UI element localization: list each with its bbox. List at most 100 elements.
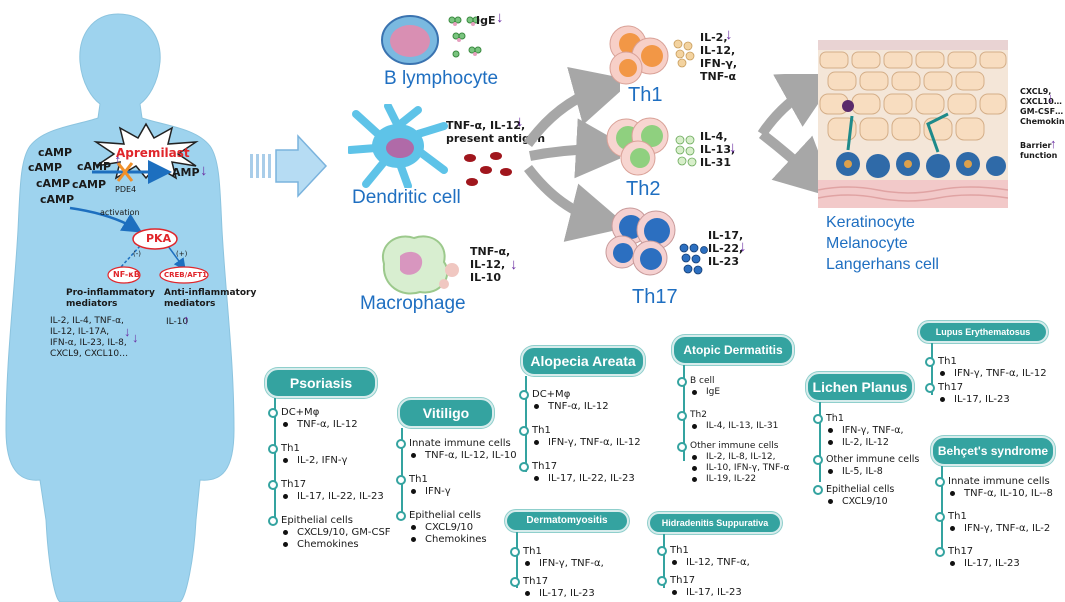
skin-layer-illustration xyxy=(818,40,1008,208)
cytokine-item: IFN-γ, TNF-α, IL-12 xyxy=(925,368,1047,380)
camp-label: cAMP xyxy=(77,160,112,173)
cytokine-item: IL-17, IL-22, IL-23 xyxy=(268,491,391,503)
category: Th1 xyxy=(519,425,641,437)
category: Th1 xyxy=(396,474,517,486)
psoriasis-list: DC+Mφ TNF-α, IL-12 Th1 IL-2, IFN-γ Th17 … xyxy=(268,407,391,551)
differentiation-arrows xyxy=(523,66,620,242)
lupus-list: Th1 IFN-γ, TNF-α, IL-12 Th17 IL-17, IL-2… xyxy=(925,356,1047,406)
category: Th1 xyxy=(935,511,1053,523)
ige-down-arrow: ↓ xyxy=(496,9,504,26)
b-lymphocyte-label: B lymphocyte xyxy=(384,68,499,89)
big-right-arrow xyxy=(250,134,328,198)
cytokine-item: IFN-γ, TNF-α, xyxy=(510,558,604,570)
th17-cytokines: IL-17, IL-22, IL-23 xyxy=(708,229,744,268)
dermatomyositis-line xyxy=(516,532,518,588)
vitiligo-title: Vitiligo xyxy=(398,398,494,428)
th17-label: Th17 xyxy=(632,286,678,308)
cytokine-item: IL-2, IL-12 xyxy=(813,437,919,449)
b-cell-marker: IgE xyxy=(476,14,496,27)
cytokine-item: IFN-γ xyxy=(396,486,517,498)
camp-label: cAMP xyxy=(40,193,75,206)
cytokine-item: IL-19, IL-22 xyxy=(677,474,789,485)
alopecia-line xyxy=(525,376,527,472)
camp-label: cAMP xyxy=(28,161,63,174)
cytokine-item: IL-10, IFN-γ, TNF-α xyxy=(677,463,789,474)
th17-cells-illustration xyxy=(605,207,676,276)
pathway-arrows xyxy=(69,160,209,332)
category: Th17 xyxy=(268,479,391,491)
nfkb-label: NF-κB xyxy=(113,270,141,279)
category: Th1 xyxy=(510,546,604,558)
cytokine-item: Chemokines xyxy=(396,534,517,546)
activation-label: activation xyxy=(100,208,140,217)
th17-cytokine-dots xyxy=(679,243,708,275)
cytokine-item: IFN-γ, TNF-α, xyxy=(813,425,919,437)
th2-down-arrow: ↓ xyxy=(729,139,737,156)
category: Th17 xyxy=(925,382,1047,394)
dendritic-cell-label: Dendritic cell xyxy=(352,187,461,208)
macrophage-down-arrow: ↓ xyxy=(510,256,518,273)
lichen-list: Th1 IFN-γ, TNF-α, IL-2, IL-12 Other immu… xyxy=(813,413,919,508)
amp-down-arrow: ↓ xyxy=(200,162,208,179)
b-lymphocyte-illustration xyxy=(381,15,482,65)
cytokine-item: IL-4, IL-13, IL-31 xyxy=(677,421,789,432)
camp-up-arrow: ↑ xyxy=(114,152,122,169)
category: Th17 xyxy=(657,575,750,587)
dendritic-cell-illustration xyxy=(348,104,448,188)
category: DC+Mφ xyxy=(519,389,641,401)
dermatomyositis-title: Dermatomyositis xyxy=(505,510,629,532)
category: Th1 xyxy=(925,356,1047,368)
category: Innate immune cells xyxy=(935,476,1053,488)
cytokine-item: IL-17, IL-23 xyxy=(657,587,750,599)
dendritic-down-arrow: ↓ xyxy=(516,113,524,130)
category: Th1 xyxy=(268,443,391,455)
category: Th17 xyxy=(519,461,641,473)
lupus-title: Lupus Erythematosus xyxy=(918,321,1048,343)
lupus-line xyxy=(931,343,933,395)
cytokine-item: CXCL9/10 xyxy=(396,522,517,534)
cytokine-item: IL-17, IL-23 xyxy=(510,588,604,600)
cytokine-item: TNF-α, IL-12 xyxy=(268,419,391,431)
th1-label: Th1 xyxy=(628,84,663,106)
th1-cells-illustration xyxy=(609,25,669,85)
pro-down-arrow: ↓ xyxy=(132,330,139,345)
hidradenitis-line xyxy=(663,534,665,588)
pro-down-arrow: ↓ xyxy=(124,324,131,339)
pka-label: PKA xyxy=(146,232,172,245)
cytokine-item: TNF-α, IL-12 xyxy=(519,401,641,413)
camp-label: cAMP xyxy=(38,146,73,159)
atopic-title: Atopic Dermatitis xyxy=(672,335,794,365)
camp-label: cAMP xyxy=(36,177,71,190)
th2-cells-illustration xyxy=(606,117,669,176)
th1-down-arrow: ↓ xyxy=(725,26,733,43)
cytokine-item: IL-2, IL-8, IL-12, xyxy=(677,452,789,463)
behcet-title: Behçet's syndrome xyxy=(931,436,1055,466)
atopic-list: B cell IgE Th2 IL-4, IL-13, IL-31 Other … xyxy=(677,376,789,485)
anti-inflammatory-title: Anti-inflammatory mediators xyxy=(164,288,257,309)
skin-arrows xyxy=(757,74,832,194)
dermatomyositis-list: Th1 IFN-γ, TNF-α, Th17 IL-17, IL-23 xyxy=(510,546,604,600)
macrophage-illustration xyxy=(381,235,459,295)
alopecia-title: Alopecia Areata xyxy=(521,346,645,376)
cytokine-item: Chemokines xyxy=(268,539,391,551)
barrier-up-arrow: ↑ xyxy=(1050,136,1057,151)
th1-cytokine-dots xyxy=(673,39,695,68)
psoriasis-title: Psoriasis xyxy=(265,368,377,398)
vitiligo-line xyxy=(401,428,403,514)
cytokine-item: IgE xyxy=(677,387,789,398)
creb-label: CREB/AFT1 xyxy=(164,271,208,279)
th2-cytokines: IL-4, IL-13, IL-31 xyxy=(700,130,736,169)
alopecia-list: DC+Mφ TNF-α, IL-12 Th1 IFN-γ, TNF-α, IL-… xyxy=(519,389,641,485)
lichen-title: Lichen Planus xyxy=(806,372,914,402)
pro-inflammatory-list: IL-2, IL-4, TNF-α, IL-12, IL-17A, IFN-α,… xyxy=(50,316,129,359)
minus-label: (-) xyxy=(133,250,141,258)
hidradenitis-list: Th1 IL-12, TNF-α, Th17 IL-17, IL-23 xyxy=(657,545,750,599)
th2-cytokine-dots xyxy=(675,135,697,167)
skin-cell-labels: Keratinocyte Melanocyte Langerhans cell xyxy=(826,214,939,273)
behcet-list: Innate immune cells TNF-α, IL-10, IL--8 … xyxy=(935,476,1053,570)
pro-inflammatory-title: Pro-inflammatory mediators xyxy=(66,288,155,309)
vitiligo-list: Innate immune cells TNF-α, IL-12, IL-10 … xyxy=(396,438,517,546)
cytokine-item: IFN-γ, TNF-α, IL-2 xyxy=(935,523,1053,535)
plus-label: (+) xyxy=(176,250,188,258)
cytokine-item: IL-17, IL-23 xyxy=(935,558,1053,570)
